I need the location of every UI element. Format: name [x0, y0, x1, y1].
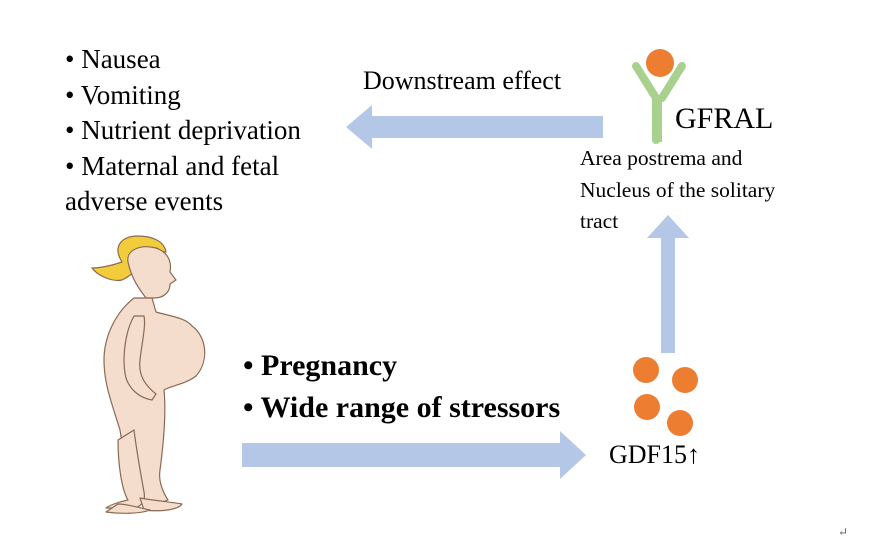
brain-region-line-1: Area postrema and	[580, 146, 743, 170]
arrow-to-gdf15	[242, 431, 586, 479]
stressor-item-wide-range: • Wide range of stressors	[243, 391, 561, 424]
paragraph-return-mark: ↵	[838, 525, 849, 539]
gdf15-label: GDF15↑	[609, 440, 701, 469]
effect-item-nausea: • Nausea	[65, 44, 161, 74]
brain-region-line-3: tract	[580, 209, 619, 233]
brain-region-label: Area postrema and Nucleus of the solitar…	[580, 143, 840, 238]
effect-item-nutrient-deprivation: • Nutrient deprivation	[65, 115, 301, 145]
effect-item-vomiting: • Vomiting	[65, 79, 181, 110]
gfral-label: GFRAL	[675, 102, 774, 135]
stressor-item-pregnancy: • Pregnancy	[243, 349, 398, 382]
arrow-to-gfral	[647, 215, 689, 353]
downstream-effects-list: • Nausea • Vomiting • Nutrient deprivati…	[65, 42, 365, 220]
gdf15-molecules-icon	[633, 357, 698, 436]
downstream-effect-label: Downstream effect	[363, 66, 562, 95]
brain-region-line-2: Nucleus of the solitary	[580, 177, 776, 202]
stressors-list: • Pregnancy • Wide range of stressors	[243, 345, 560, 429]
gfral-receptor-icon	[632, 49, 686, 144]
effect-item-adverse-events-cont: adverse events	[65, 186, 224, 216]
effect-item-adverse-events: • Maternal and fetal	[65, 150, 280, 181]
arrow-downstream	[346, 105, 603, 149]
pregnant-woman-illustration	[91, 235, 206, 514]
